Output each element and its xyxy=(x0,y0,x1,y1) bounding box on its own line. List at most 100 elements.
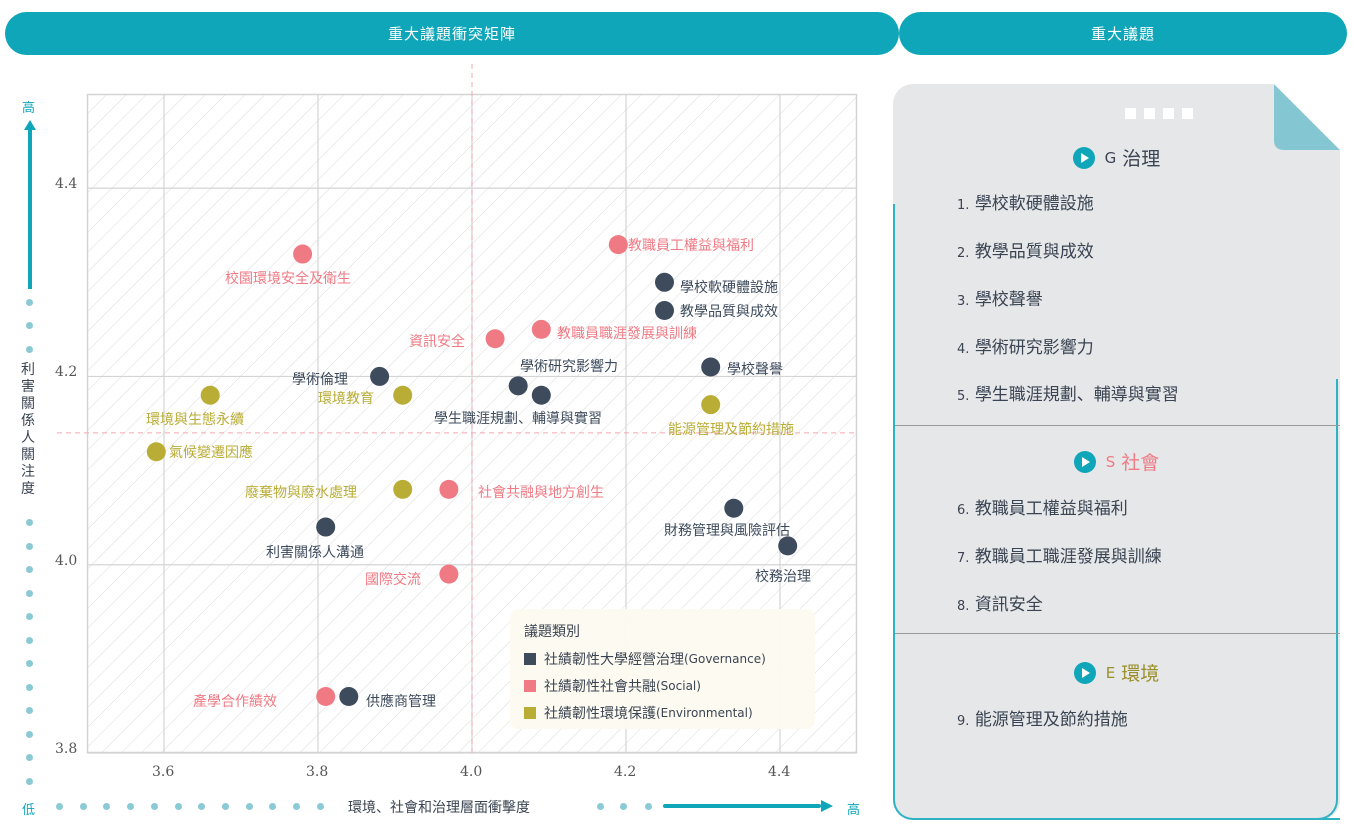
governance-swatch-icon xyxy=(524,653,536,665)
axis-dot-icon xyxy=(645,803,652,810)
axis-dot-icon xyxy=(26,566,33,573)
x-axis-low-label: 低 xyxy=(22,803,36,818)
point-label: 利害關係人溝通 xyxy=(266,545,364,561)
x-axis-high-label: 高 xyxy=(847,803,861,818)
section-divider xyxy=(895,633,1340,634)
point-label: 財務管理與風險評估 xyxy=(664,523,790,539)
section-letter: E xyxy=(1105,663,1116,682)
point-label: 廢棄物與廢水處理 xyxy=(245,485,357,501)
material-issues-banner: 重大議題 xyxy=(899,12,1347,55)
axis-dot-icon xyxy=(26,589,33,597)
data-point xyxy=(531,385,551,405)
data-point xyxy=(370,366,390,386)
axis-dot-icon xyxy=(221,803,229,810)
point-label: 供應商管理 xyxy=(366,694,436,710)
data-point xyxy=(724,498,744,518)
point-label: 校園環境安全及衛生 xyxy=(225,271,351,287)
axis-dot-icon xyxy=(127,803,135,810)
x-tick-label: 4.2 xyxy=(614,764,637,780)
axis-dot-icon xyxy=(597,803,604,810)
environmental-swatch-icon xyxy=(524,707,536,719)
x-tick-label: 4.4 xyxy=(768,764,791,780)
section-letter: S xyxy=(1105,452,1116,471)
data-point xyxy=(701,395,721,415)
axis-dot-icon xyxy=(174,803,182,810)
legend-item-governance: 社績韌性大學經營治理(Governance) xyxy=(524,649,766,669)
matrix-title: 重大議題衝突矩陣 xyxy=(387,25,516,43)
axis-dot-icon xyxy=(26,346,33,353)
legend-label: 社績韌性環境保護 xyxy=(544,706,656,722)
y-tick-label: 4.0 xyxy=(55,552,78,569)
y-axis-title: 利害關係人關注度 xyxy=(21,362,35,497)
point-label: 教職員職涯發展與訓練 xyxy=(557,326,697,342)
point-label: 氣候變遷因應 xyxy=(169,445,253,461)
data-point xyxy=(316,517,336,537)
data-point xyxy=(485,329,505,349)
data-point xyxy=(655,301,674,321)
legend-item-environmental: 社績韌性環境保護(Environmental) xyxy=(524,703,753,723)
data-point xyxy=(778,536,798,556)
point-label: 資訊安全 xyxy=(409,334,465,350)
data-point xyxy=(316,687,336,707)
section-environmental-header: E 環境 xyxy=(893,659,1340,686)
data-point xyxy=(608,235,628,255)
section-divider xyxy=(895,425,1340,426)
play-icon xyxy=(1072,146,1095,169)
issue-item: 2. 教學品質與成效 xyxy=(957,242,1094,262)
page-fold-icon xyxy=(1274,84,1340,150)
section-social-header: S 社會 xyxy=(893,448,1340,475)
legend-label-en: (Governance) xyxy=(684,652,766,666)
data-point xyxy=(293,244,313,264)
data-point xyxy=(146,442,166,462)
matrix-title-banner: 重大議題衝突矩陣 xyxy=(5,12,899,55)
issue-item: 9. 能源管理及節約措施 xyxy=(957,710,1128,730)
legend-label: 社績韌性社會共融 xyxy=(544,679,656,695)
axis-dot-icon xyxy=(103,803,111,810)
data-point xyxy=(439,479,459,499)
axis-dot-icon xyxy=(26,636,33,644)
y-axis-arrow-icon xyxy=(24,120,36,289)
decor-squares xyxy=(1125,108,1193,119)
play-icon xyxy=(1073,661,1096,684)
legend-label-en: (Environmental) xyxy=(656,706,753,720)
section-letter: G xyxy=(1104,148,1117,167)
data-point xyxy=(393,385,413,405)
x-tick-label: 3.8 xyxy=(306,764,329,780)
point-label: 能源管理及節約措施 xyxy=(668,422,794,438)
material-issues-title: 重大議題 xyxy=(1090,25,1155,43)
card-border-left xyxy=(893,204,1340,820)
axis-dot-icon xyxy=(26,613,33,620)
point-label: 學校聲譽 xyxy=(727,362,783,378)
point-label: 環境與生態永續 xyxy=(146,412,244,428)
point-label: 學術倫理 xyxy=(292,372,348,388)
card-background xyxy=(893,84,1340,820)
axis-dot-icon xyxy=(79,803,87,810)
data-point xyxy=(655,272,674,292)
point-label: 學生職涯規劃、輔導與實習 xyxy=(434,411,602,427)
axis-dot-icon xyxy=(26,683,33,691)
section-governance-header: G 治理 xyxy=(893,144,1340,171)
point-label: 產學合作績效 xyxy=(193,694,277,710)
issue-item: 3. 學校聲譽 xyxy=(957,290,1043,310)
x-axis-title: 環境、社會和治理層面衝擊度 xyxy=(348,800,530,816)
material-issues-card: G 治理 1. 學校軟硬體設施 2. 教學品質與成效 3. 學校聲譽 4. 學術… xyxy=(893,84,1340,820)
y-tick-label: 4.2 xyxy=(55,364,78,381)
data-point xyxy=(439,564,459,584)
social-swatch-icon xyxy=(524,680,536,692)
section-title: 環境 xyxy=(1121,663,1160,685)
axis-dot-icon xyxy=(56,803,63,810)
axis-dot-icon xyxy=(26,322,33,329)
axis-dot-icon xyxy=(245,803,253,810)
legend-label-en: (Social) xyxy=(656,679,701,693)
section-title: 治理 xyxy=(1122,148,1161,170)
threshold-lines xyxy=(57,64,857,753)
legend-item-social: 社績韌性社會共融(Social) xyxy=(524,676,701,696)
point-label: 教學品質與成效 xyxy=(680,304,778,320)
y-tick-label: 4.4 xyxy=(55,176,78,193)
issue-item: 5. 學生職涯規劃、輔導與實習 xyxy=(957,385,1179,405)
axis-dot-icon xyxy=(269,803,277,810)
data-point xyxy=(508,376,528,396)
data-point xyxy=(200,385,220,405)
axis-dot-icon xyxy=(26,519,33,526)
axis-dot-icon xyxy=(26,707,33,714)
